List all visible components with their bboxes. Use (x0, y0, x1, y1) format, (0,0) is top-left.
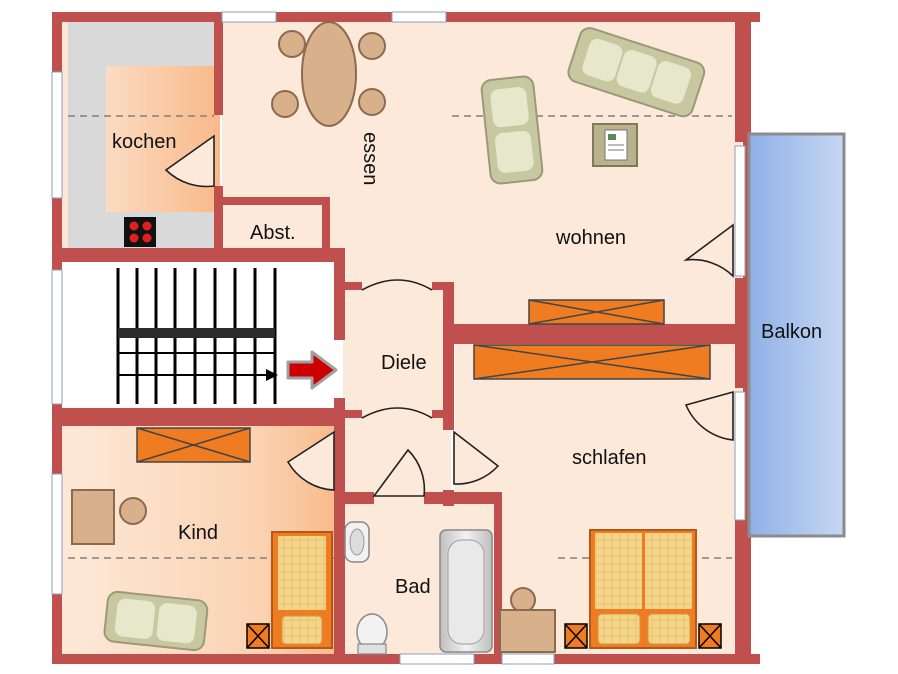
toilet-icon (356, 613, 388, 655)
desk-chair-icon (119, 497, 147, 525)
double-bed-icon (589, 529, 697, 649)
schlafen-desk-icon (499, 609, 556, 653)
kitchen-counter (68, 20, 216, 248)
doors (164, 134, 734, 497)
stair-direction-arrow-icon (266, 369, 278, 381)
stair-landing-bar (118, 328, 275, 338)
sofa-icon (567, 27, 706, 118)
kind-sofa-icon (103, 590, 209, 652)
dining-table-icon (301, 21, 357, 127)
heater-icon (136, 299, 711, 463)
sink-icon (344, 521, 370, 563)
room-label-schlafen: schlafen (572, 447, 647, 469)
room-label-kind: Kind (178, 522, 218, 544)
schlafen-chair-icon (510, 587, 536, 613)
room-label-kochen: kochen (112, 131, 177, 153)
table-icon (592, 123, 638, 167)
room-label-bad: Bad (395, 576, 431, 598)
windows (51, 11, 746, 665)
bathtub-icon (439, 529, 493, 653)
nightstand-icon (246, 623, 722, 649)
stove-icon (124, 217, 156, 247)
room-label-essen: essen (359, 132, 381, 185)
balcony (747, 132, 846, 538)
desk-icon (71, 489, 115, 545)
armchair-icon (480, 75, 544, 185)
arrow-right-icon (286, 350, 338, 390)
chair-icon (271, 30, 386, 118)
room-label-wohnen: wohnen (555, 227, 626, 249)
bed-icon (271, 531, 333, 649)
room-label-abst: Abst. (250, 222, 296, 244)
room-label-diele: Diele (381, 352, 427, 374)
floor-diele (343, 248, 451, 504)
room-label-balkon: Balkon (761, 321, 822, 343)
